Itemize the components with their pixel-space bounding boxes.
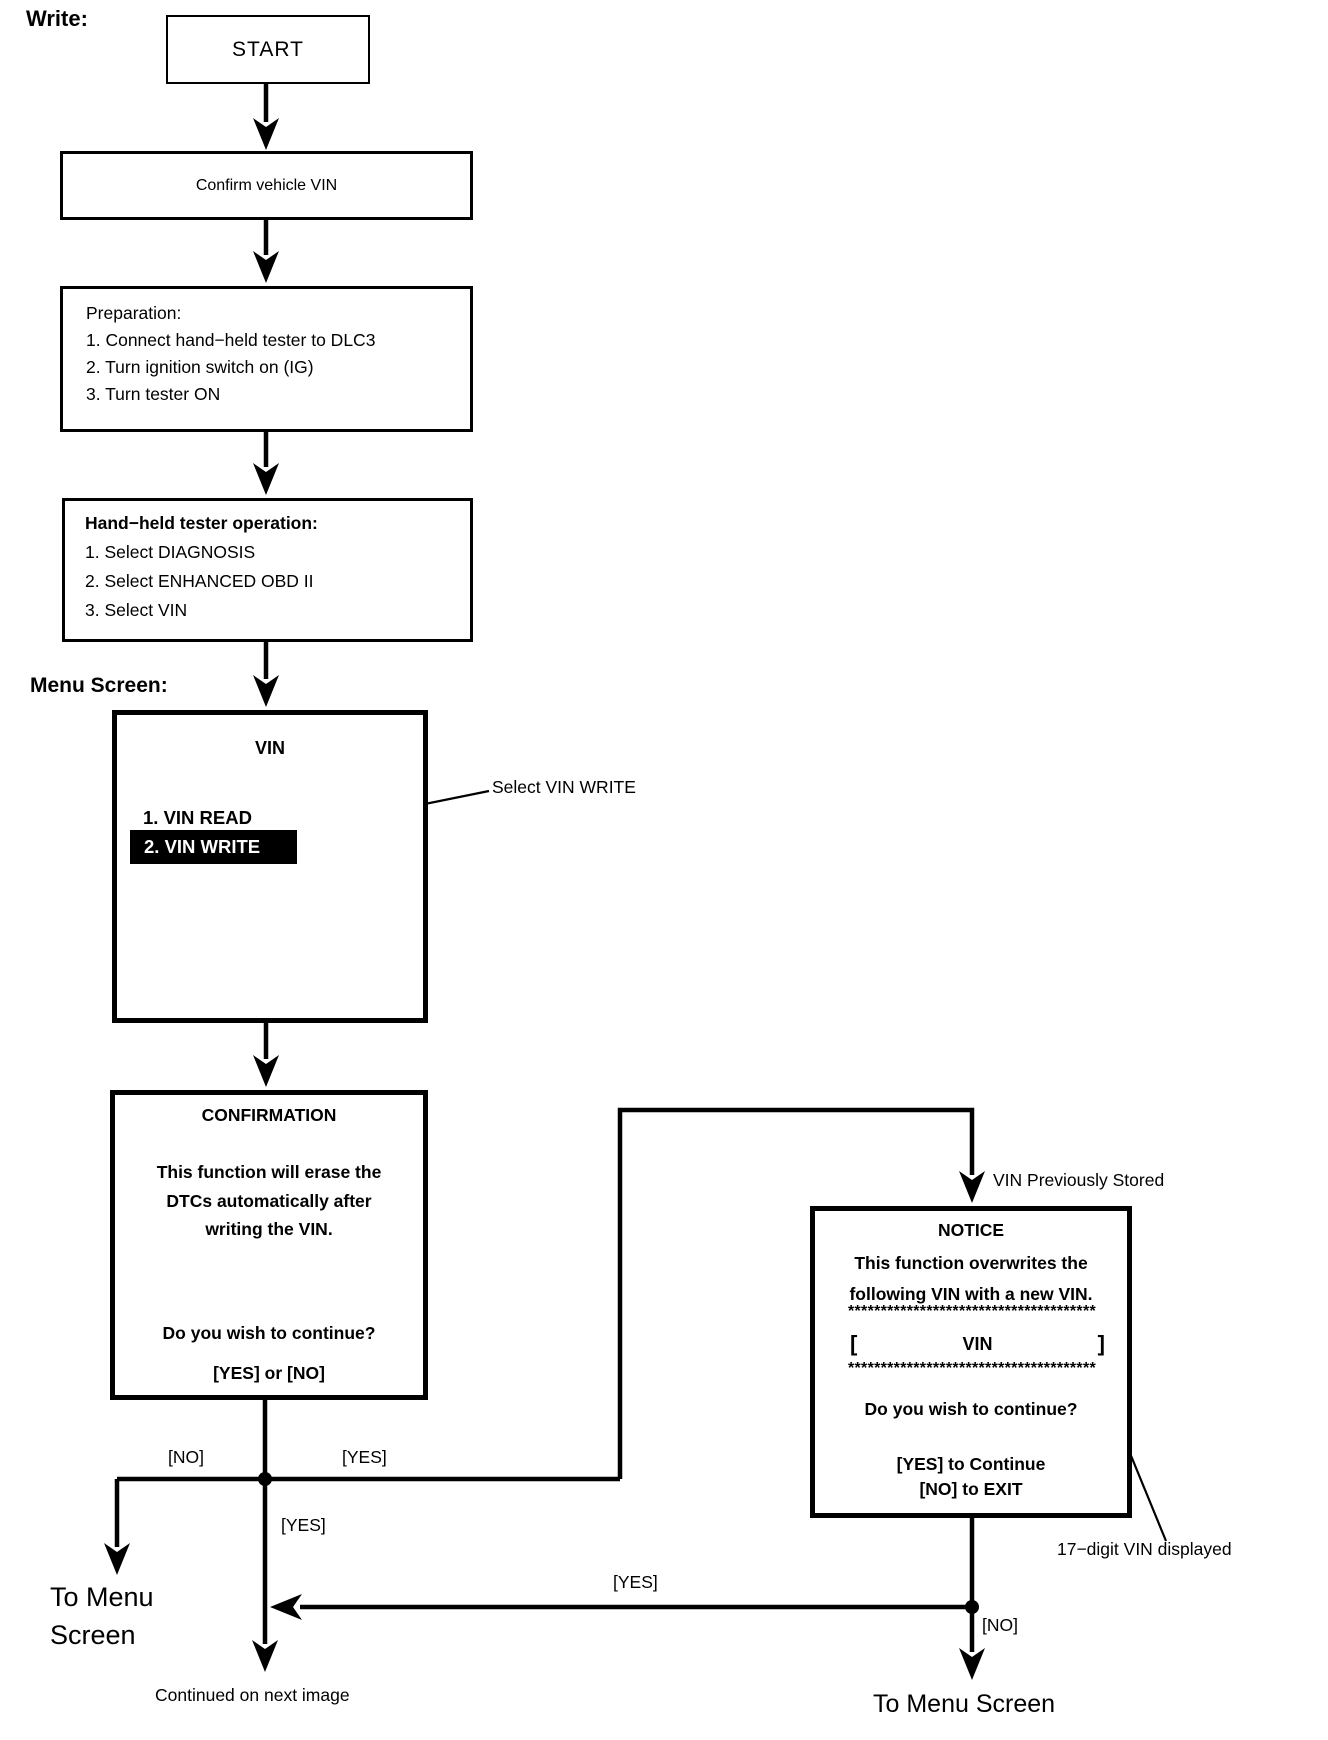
tester-operation-step: 1. Select DIAGNOSIS [85, 542, 256, 562]
vin-menu-item-write-highlighted: 2. VIN WRITE [130, 830, 297, 864]
to-menu-screen-left-line2: Screen [50, 1620, 136, 1650]
tester-operation-node: Hand−held tester operation: 1. Select DI… [62, 498, 473, 642]
arrow-down-icon [104, 1543, 130, 1575]
confirmation-body-line: This function will erase the [156, 1162, 382, 1182]
confirmation-title: CONFIRMATION [201, 1105, 337, 1125]
preparation-step: 1. Connect hand−held tester to DLC3 [86, 330, 376, 350]
vin-menu-screen: VIN 1. VIN READ 2. VIN WRITE [112, 710, 428, 1023]
vin-menu-title: VIN [254, 738, 285, 758]
vin-bracket-close: ] [1097, 1331, 1105, 1356]
junction-dot [965, 1600, 979, 1614]
tester-operation-step: 2. Select ENHANCED OBD II [85, 571, 314, 591]
tester-operation-title: Hand−held tester operation: [85, 513, 318, 533]
notice-body-line: This function overwrites the [854, 1253, 1088, 1273]
notice-no-line: [NO] to EXIT [919, 1479, 1023, 1499]
notice-body-line: following VIN with a new VIN. [849, 1284, 1093, 1304]
arrow-down-icon [253, 675, 279, 707]
arrow-down-icon [253, 118, 279, 150]
vin-menu-item-read: 1. VIN READ [143, 807, 252, 828]
confirm-vin-label: Confirm vehicle VIN [195, 176, 338, 194]
write-section-label: Write: [26, 6, 88, 31]
arrow-down-icon [253, 463, 279, 495]
branch-no-label: [NO] [168, 1447, 204, 1467]
tester-operation-step: 3. Select VIN [85, 600, 188, 620]
vin-previously-stored-label: VIN Previously Stored [993, 1170, 1165, 1190]
junction-dot [258, 1472, 272, 1486]
to-menu-screen-left-line1: To Menu [50, 1582, 154, 1612]
to-menu-screen-left-label: To Menu Screen [50, 1578, 154, 1654]
notice-title: NOTICE [937, 1220, 1005, 1240]
confirmation-body-line: DTCs automatically after [166, 1190, 372, 1211]
notice-question: Do you wish to continue? [864, 1399, 1078, 1419]
arrow-down-icon [959, 1171, 985, 1203]
notice-stars-row: ************************************** [848, 1303, 1097, 1320]
confirmation-body-line: writing the VIN. [205, 1219, 333, 1239]
arrow-down-icon [253, 251, 279, 283]
arrow-down-icon [959, 1648, 985, 1680]
confirmation-options: [YES] or [NO] [213, 1363, 325, 1383]
preparation-node: Preparation: 1. Connect hand−held tester… [60, 286, 473, 432]
bottom-no-label: [NO] [982, 1615, 1018, 1635]
arrow-left-icon [270, 1594, 302, 1620]
preparation-title: Preparation: [86, 303, 182, 323]
notice-stars-row: ************************************** [848, 1360, 1097, 1377]
seventeen-digit-vin-callout: 17−digit VIN displayed [1057, 1539, 1232, 1559]
branch-yes-label: [YES] [342, 1447, 387, 1467]
confirmation-question: Do you wish to continue? [162, 1323, 376, 1343]
return-yes-label: [YES] [613, 1572, 658, 1592]
confirmation-screen: CONFIRMATION This function will erase th… [110, 1090, 428, 1400]
start-node: START [166, 15, 370, 84]
to-menu-screen-bottom-label: To Menu Screen [873, 1690, 1056, 1718]
preparation-step: 2. Turn ignition switch on (IG) [86, 357, 314, 377]
confirm-vin-node: Confirm vehicle VIN [60, 151, 473, 220]
notice-yes-line: [YES] to Continue [896, 1454, 1046, 1474]
notice-screen: NOTICE This function overwrites the foll… [810, 1206, 1132, 1518]
vin-bracket-open: [ [850, 1331, 858, 1356]
select-vin-write-callout: Select VIN WRITE [492, 777, 636, 797]
vin-placeholder: VIN [962, 1333, 993, 1354]
start-node-label: START [232, 37, 304, 61]
arrow-down-icon [252, 1640, 278, 1672]
menu-screen-section-label: Menu Screen: [30, 674, 168, 697]
branch-yes-center-label: [YES] [281, 1515, 326, 1535]
continued-next-image-label: Continued on next image [155, 1685, 350, 1705]
preparation-step: 3. Turn tester ON [86, 384, 221, 404]
arrow-down-icon [253, 1055, 279, 1087]
